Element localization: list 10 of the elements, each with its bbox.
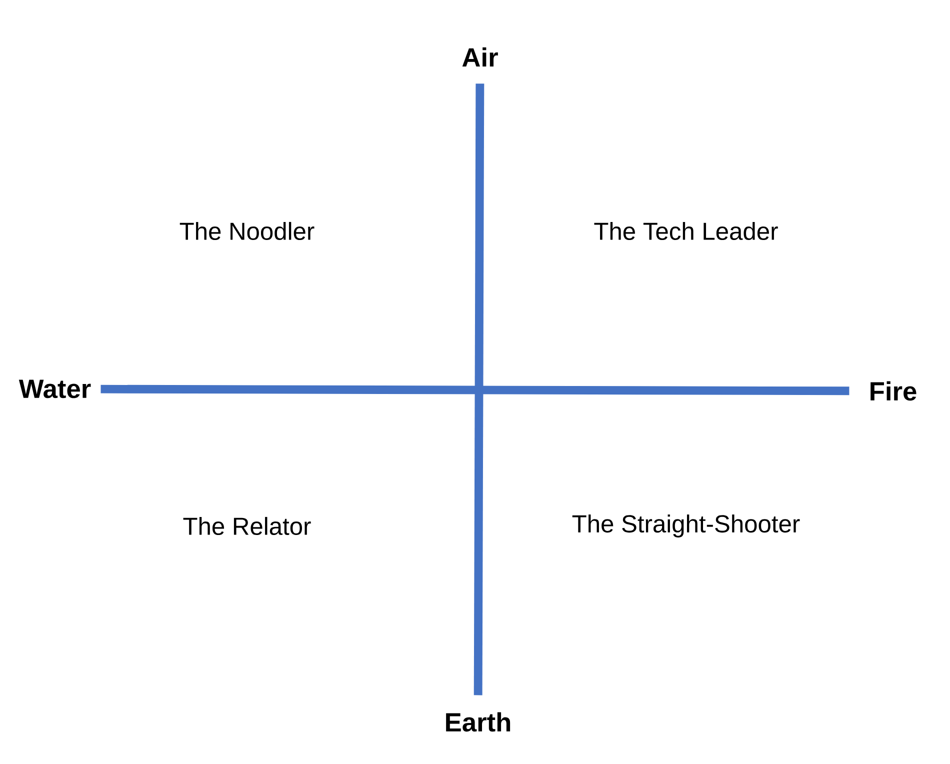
quadrant-label: The Noodler [180, 222, 314, 240]
axis-line [100, 384, 850, 396]
axis-label: Fire [870, 381, 916, 401]
quadrant-label: The Straight-Shooter [572, 514, 800, 538]
axis-label: Air [462, 47, 498, 67]
axis-label: Earth [446, 712, 510, 732]
quadrant-label: The Tech Leader [594, 222, 778, 240]
quadrant-label: The Relator [183, 516, 311, 536]
axis-line [474, 84, 484, 696]
axis-label: Water [18, 380, 91, 398]
